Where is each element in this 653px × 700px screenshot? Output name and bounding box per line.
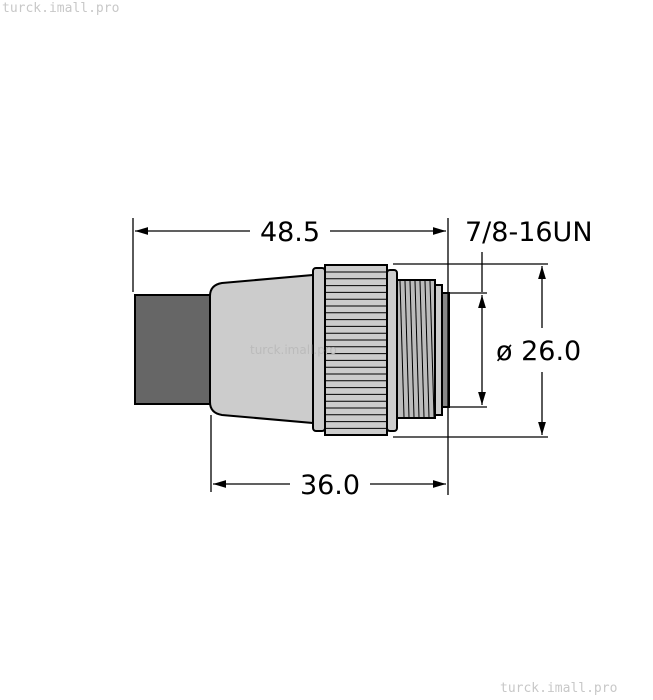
- watermark-bottom: turck.imall.pro: [500, 681, 618, 696]
- thread-line: [424, 280, 430, 418]
- overmold-body: [209, 273, 314, 425]
- knurled-nut: [324, 264, 388, 436]
- thread-line: [404, 280, 410, 418]
- dim-body-length: 36.0: [300, 470, 360, 501]
- watermark-center: turck.imall.pro: [250, 343, 337, 357]
- thread-line: [409, 280, 415, 418]
- watermark-top: turck.imall.pro: [2, 1, 120, 16]
- thread-end-ring: [434, 284, 443, 416]
- thread-line: [399, 280, 405, 418]
- cable: [134, 294, 211, 405]
- dim-thread: 7/8-16UN: [465, 217, 593, 248]
- contact-face: [441, 292, 450, 408]
- dim-diameter: ø 26.0: [496, 336, 581, 367]
- thread-line: [419, 280, 425, 418]
- thread-line: [429, 280, 435, 418]
- thread-line: [414, 280, 420, 418]
- dim-overall-length: 48.5: [260, 217, 320, 248]
- nut-ring: [386, 269, 398, 432]
